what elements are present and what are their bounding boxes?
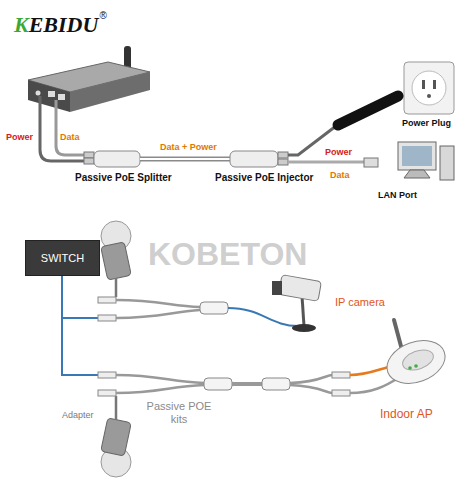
watermark: KOBETON	[148, 236, 307, 273]
power-adapter	[101, 418, 132, 456]
kit-cable	[116, 310, 200, 318]
wall-outlet	[404, 62, 454, 114]
dc-jack	[278, 152, 288, 158]
router-side	[70, 72, 150, 112]
data-power-label: Data + Power	[160, 142, 217, 152]
adapter-label: Adapter	[62, 410, 94, 420]
pc-stand	[404, 170, 430, 178]
rj45-plug	[364, 158, 378, 167]
rj45-jack	[278, 159, 288, 165]
kit-cable	[290, 375, 332, 383]
pc-screen	[402, 146, 432, 166]
adapter-cable	[115, 396, 118, 420]
ip-camera	[279, 275, 322, 302]
kit-cable	[116, 385, 204, 393]
poe-splitter	[262, 378, 290, 390]
lan-port	[48, 91, 55, 97]
lan-port	[58, 94, 65, 100]
ap-antenna	[394, 320, 402, 350]
data-label: Data	[60, 132, 80, 142]
ap-led	[414, 364, 418, 368]
poe-cable	[140, 157, 230, 162]
power-jack	[36, 91, 41, 96]
poe-injector	[200, 302, 228, 314]
power-wire	[350, 378, 398, 393]
data-cable	[288, 161, 364, 164]
camera-base	[292, 324, 316, 332]
network-wire	[228, 308, 298, 326]
pc-tower	[440, 146, 454, 180]
power-plug	[338, 96, 398, 125]
rj45-plug	[332, 372, 350, 378]
poe-splitter	[94, 151, 140, 167]
power-adapter	[101, 242, 132, 280]
dc-plug	[332, 390, 350, 396]
adapter-cable	[115, 278, 118, 297]
router-front	[28, 80, 70, 112]
power-cable	[40, 96, 84, 161]
network-switch: SWITCH	[25, 240, 100, 276]
kit-cable	[290, 385, 332, 393]
rj45-plug	[98, 372, 116, 378]
camera-stand	[302, 296, 304, 326]
dc-plug	[84, 158, 94, 164]
camera-label: IP camera	[335, 296, 385, 309]
kit-cable	[116, 300, 200, 307]
plug-label: Power Plug	[402, 118, 451, 128]
poe-cable-core	[140, 158, 230, 160]
ap-label: Indoor AP	[380, 408, 433, 422]
access-point	[381, 333, 451, 391]
outlet-face	[412, 71, 446, 105]
power-label: Power	[325, 147, 352, 157]
dc-plug	[98, 297, 116, 303]
poe-cable	[232, 382, 262, 386]
kit-cable	[116, 375, 204, 383]
ap-led	[408, 366, 412, 370]
network-wire	[62, 276, 98, 375]
rj45-plug	[84, 152, 94, 158]
splitter-label: Passive PoE Splitter	[75, 172, 172, 184]
ap-panel	[400, 346, 436, 374]
injector-label: Passive PoE Injector	[215, 172, 313, 184]
camera-lens	[272, 281, 282, 295]
node-text: SWITCH	[41, 252, 84, 264]
network-wire	[62, 317, 98, 319]
kits-label: Passive POE kits	[146, 400, 212, 425]
outlet-slot	[433, 80, 436, 89]
power-label: Power	[6, 132, 33, 142]
outlet-ground	[427, 94, 431, 98]
data-cable	[56, 100, 84, 155]
outlet-slot	[422, 80, 425, 89]
poe-injector	[204, 378, 232, 390]
poe-injector	[230, 151, 278, 167]
data-label: Data	[330, 170, 350, 180]
brand-logo: KEBIDU	[14, 12, 98, 37]
registered-mark: ®	[99, 10, 106, 22]
rj45-plug	[98, 315, 116, 321]
dc-plug	[98, 390, 116, 396]
pc-monitor	[398, 142, 436, 170]
lan-port-label: LAN Port	[378, 190, 417, 200]
